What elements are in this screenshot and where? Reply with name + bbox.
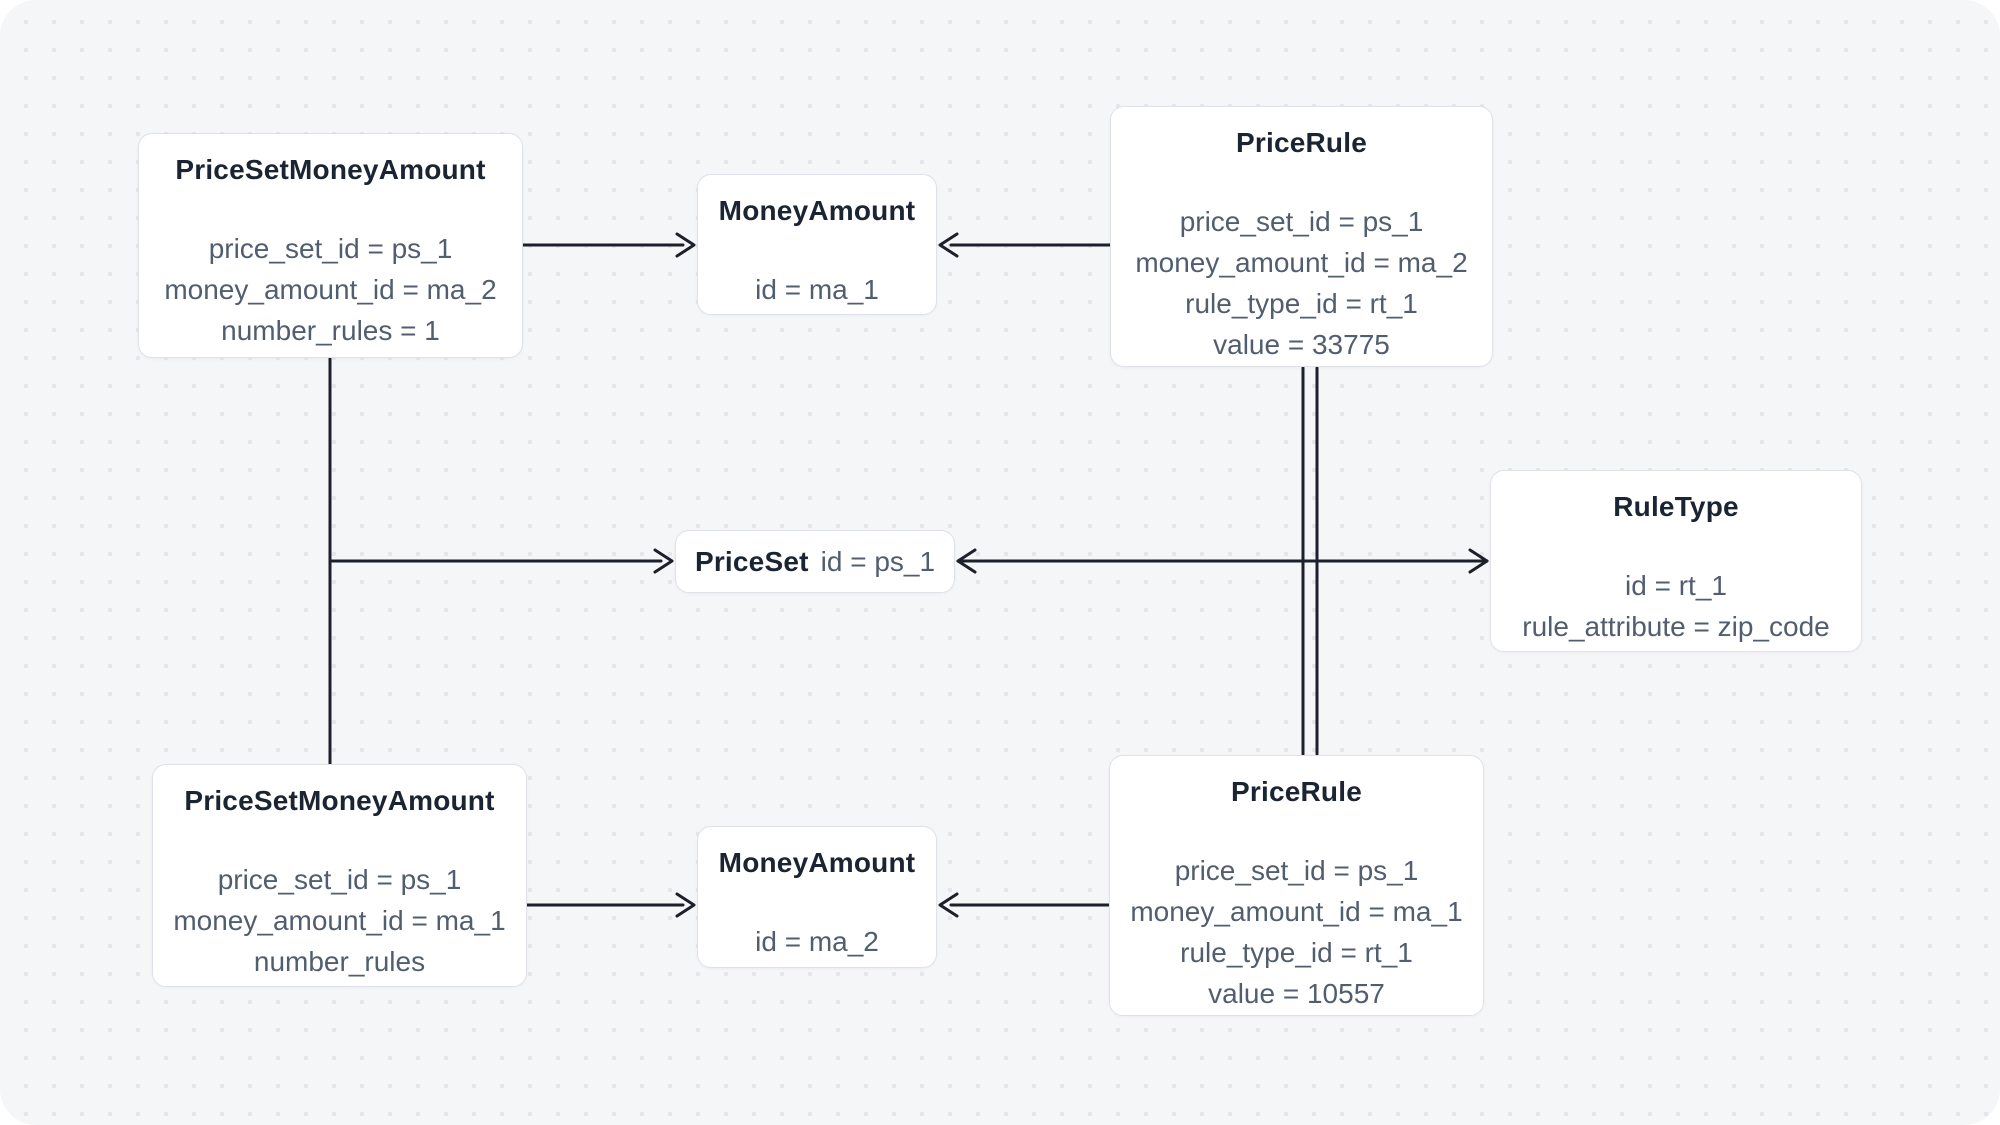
arrowhead-left-icon bbox=[938, 892, 959, 918]
node-attribute: id = ma_2 bbox=[755, 926, 879, 957]
arrowhead-right-icon bbox=[653, 548, 674, 574]
node-title: PriceSetMoneyAmount bbox=[175, 154, 486, 185]
node-attribute: id = ps_1 bbox=[820, 545, 936, 577]
arrowhead-right-icon bbox=[675, 892, 696, 918]
node-attribute: rule_type_id = rt_1 bbox=[1180, 937, 1413, 968]
node-attribute: value = 33775 bbox=[1213, 329, 1390, 360]
node-attribute: money_amount_id = ma_1 bbox=[1130, 896, 1463, 927]
node-attribute: price_set_id = ps_1 bbox=[217, 864, 462, 895]
node-attribute: rule_attribute = zip_code bbox=[1522, 611, 1830, 642]
node-attribute: money_amount_id = ma_2 bbox=[1135, 247, 1468, 278]
node-title: MoneyAmount bbox=[718, 847, 916, 878]
node-title: PriceRule bbox=[1231, 776, 1362, 807]
node-title: PriceSet bbox=[694, 545, 809, 577]
node-pricesetmoneyamount-bottom[interactable]: PriceSetMoneyAmount price_set_id = ps_1 … bbox=[152, 764, 527, 987]
node-pricerule-bottom[interactable]: PriceRule price_set_id = ps_1 money_amou… bbox=[1109, 755, 1484, 1016]
arrowhead-left-icon bbox=[938, 232, 959, 258]
node-attribute: number_rules = 1 bbox=[221, 315, 440, 346]
node-attribute: price_set_id = ps_1 bbox=[208, 233, 453, 264]
node-title: PriceRule bbox=[1236, 127, 1367, 158]
node-attribute: id = ma_1 bbox=[755, 274, 879, 305]
node-title: MoneyAmount bbox=[718, 195, 916, 226]
node-attribute: money_amount_id = ma_1 bbox=[173, 905, 506, 936]
node-attribute: price_set_id = ps_1 bbox=[1174, 855, 1419, 886]
node-attribute: rule_type_id = rt_1 bbox=[1185, 288, 1418, 319]
node-moneyamount-bottom[interactable]: MoneyAmount id = ma_2 bbox=[697, 826, 937, 968]
node-title: RuleType bbox=[1613, 491, 1739, 522]
node-attribute: money_amount_id = ma_2 bbox=[164, 274, 497, 305]
node-attribute: price_set_id = ps_1 bbox=[1179, 206, 1424, 237]
node-priceset[interactable]: PriceSet id = ps_1 bbox=[675, 530, 955, 593]
node-attribute: value = 10557 bbox=[1208, 978, 1385, 1009]
arrowhead-right-icon bbox=[675, 232, 696, 258]
arrowhead-left-icon bbox=[956, 548, 977, 574]
node-attribute: number_rules bbox=[253, 946, 426, 977]
node-pricesetmoneyamount-top[interactable]: PriceSetMoneyAmount price_set_id = ps_1 … bbox=[138, 133, 523, 358]
node-ruletype[interactable]: RuleType id = rt_1 rule_attribute = zip_… bbox=[1490, 470, 1862, 652]
node-attribute: id = rt_1 bbox=[1625, 570, 1727, 601]
node-title: PriceSetMoneyAmount bbox=[184, 785, 495, 816]
arrowhead-right-icon bbox=[1468, 548, 1489, 574]
node-pricerule-top[interactable]: PriceRule price_set_id = ps_1 money_amou… bbox=[1110, 106, 1493, 367]
node-moneyamount-top[interactable]: MoneyAmount id = ma_1 bbox=[697, 174, 937, 315]
